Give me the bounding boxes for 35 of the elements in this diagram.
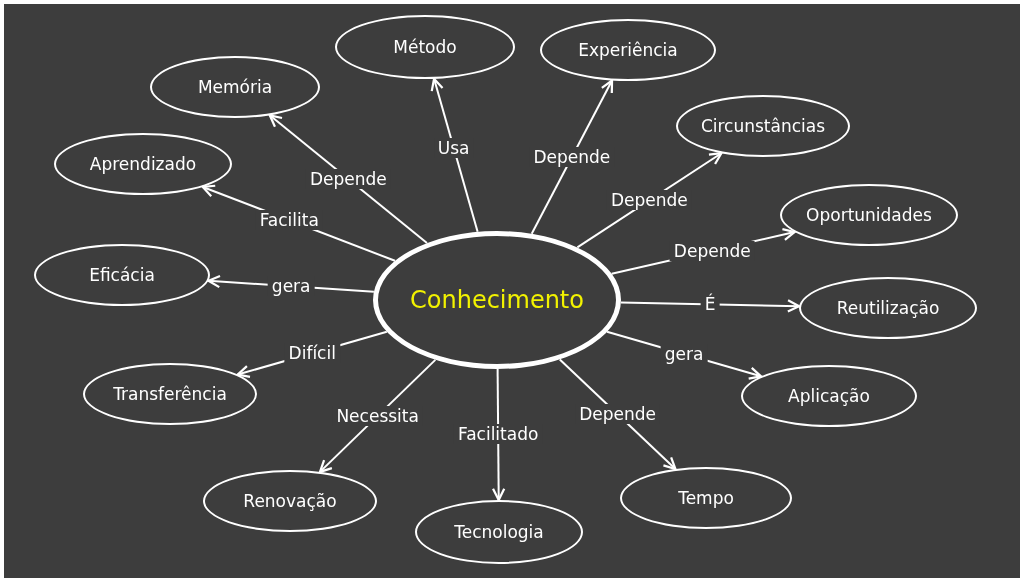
- concept-ellipse: [34, 244, 210, 306]
- concept-text: Eficácia: [89, 265, 155, 285]
- concept-ellipse: [54, 133, 232, 195]
- arrow: [268, 114, 428, 245]
- central-ellipse: [373, 231, 621, 369]
- arrow: [530, 79, 614, 235]
- concept-ellipse: [335, 15, 515, 79]
- concept-text: Tempo: [678, 488, 734, 508]
- concept-ellipse: [799, 277, 977, 339]
- concept-ellipse: [415, 500, 583, 564]
- concept-text: Aplicação: [788, 386, 870, 406]
- concept-ellipse: [676, 95, 850, 157]
- concept-ellipse: [540, 19, 716, 81]
- concept-ellipse: [620, 467, 792, 529]
- arrow: [619, 299, 801, 313]
- concept-text: Tecnologia: [454, 522, 544, 542]
- concept-text: Circunstâncias: [700, 116, 826, 136]
- concept-text: Renovação: [243, 491, 337, 511]
- edge-label: Difícil: [284, 343, 340, 364]
- concept-text: Aprendizado: [89, 154, 197, 174]
- edge-label: gera: [660, 344, 708, 365]
- concept-text: Oportunidades: [806, 205, 932, 225]
- concept-ellipse: [780, 184, 958, 246]
- concept-ellipse: [741, 365, 917, 427]
- concept-ellipse: [150, 56, 320, 118]
- concept-text: Experiência: [578, 40, 678, 60]
- edge-label: Depende: [669, 240, 755, 261]
- concept-text: Conhecimento: [410, 286, 584, 314]
- concept-text: Transferência: [113, 384, 227, 404]
- arrow: [430, 77, 479, 233]
- concept-text: Reutilização: [836, 298, 940, 318]
- concept-text: Método: [393, 37, 457, 57]
- concept-ellipse: [83, 363, 257, 425]
- concept-ellipse: [203, 470, 377, 532]
- concept-text: Memória: [197, 77, 273, 97]
